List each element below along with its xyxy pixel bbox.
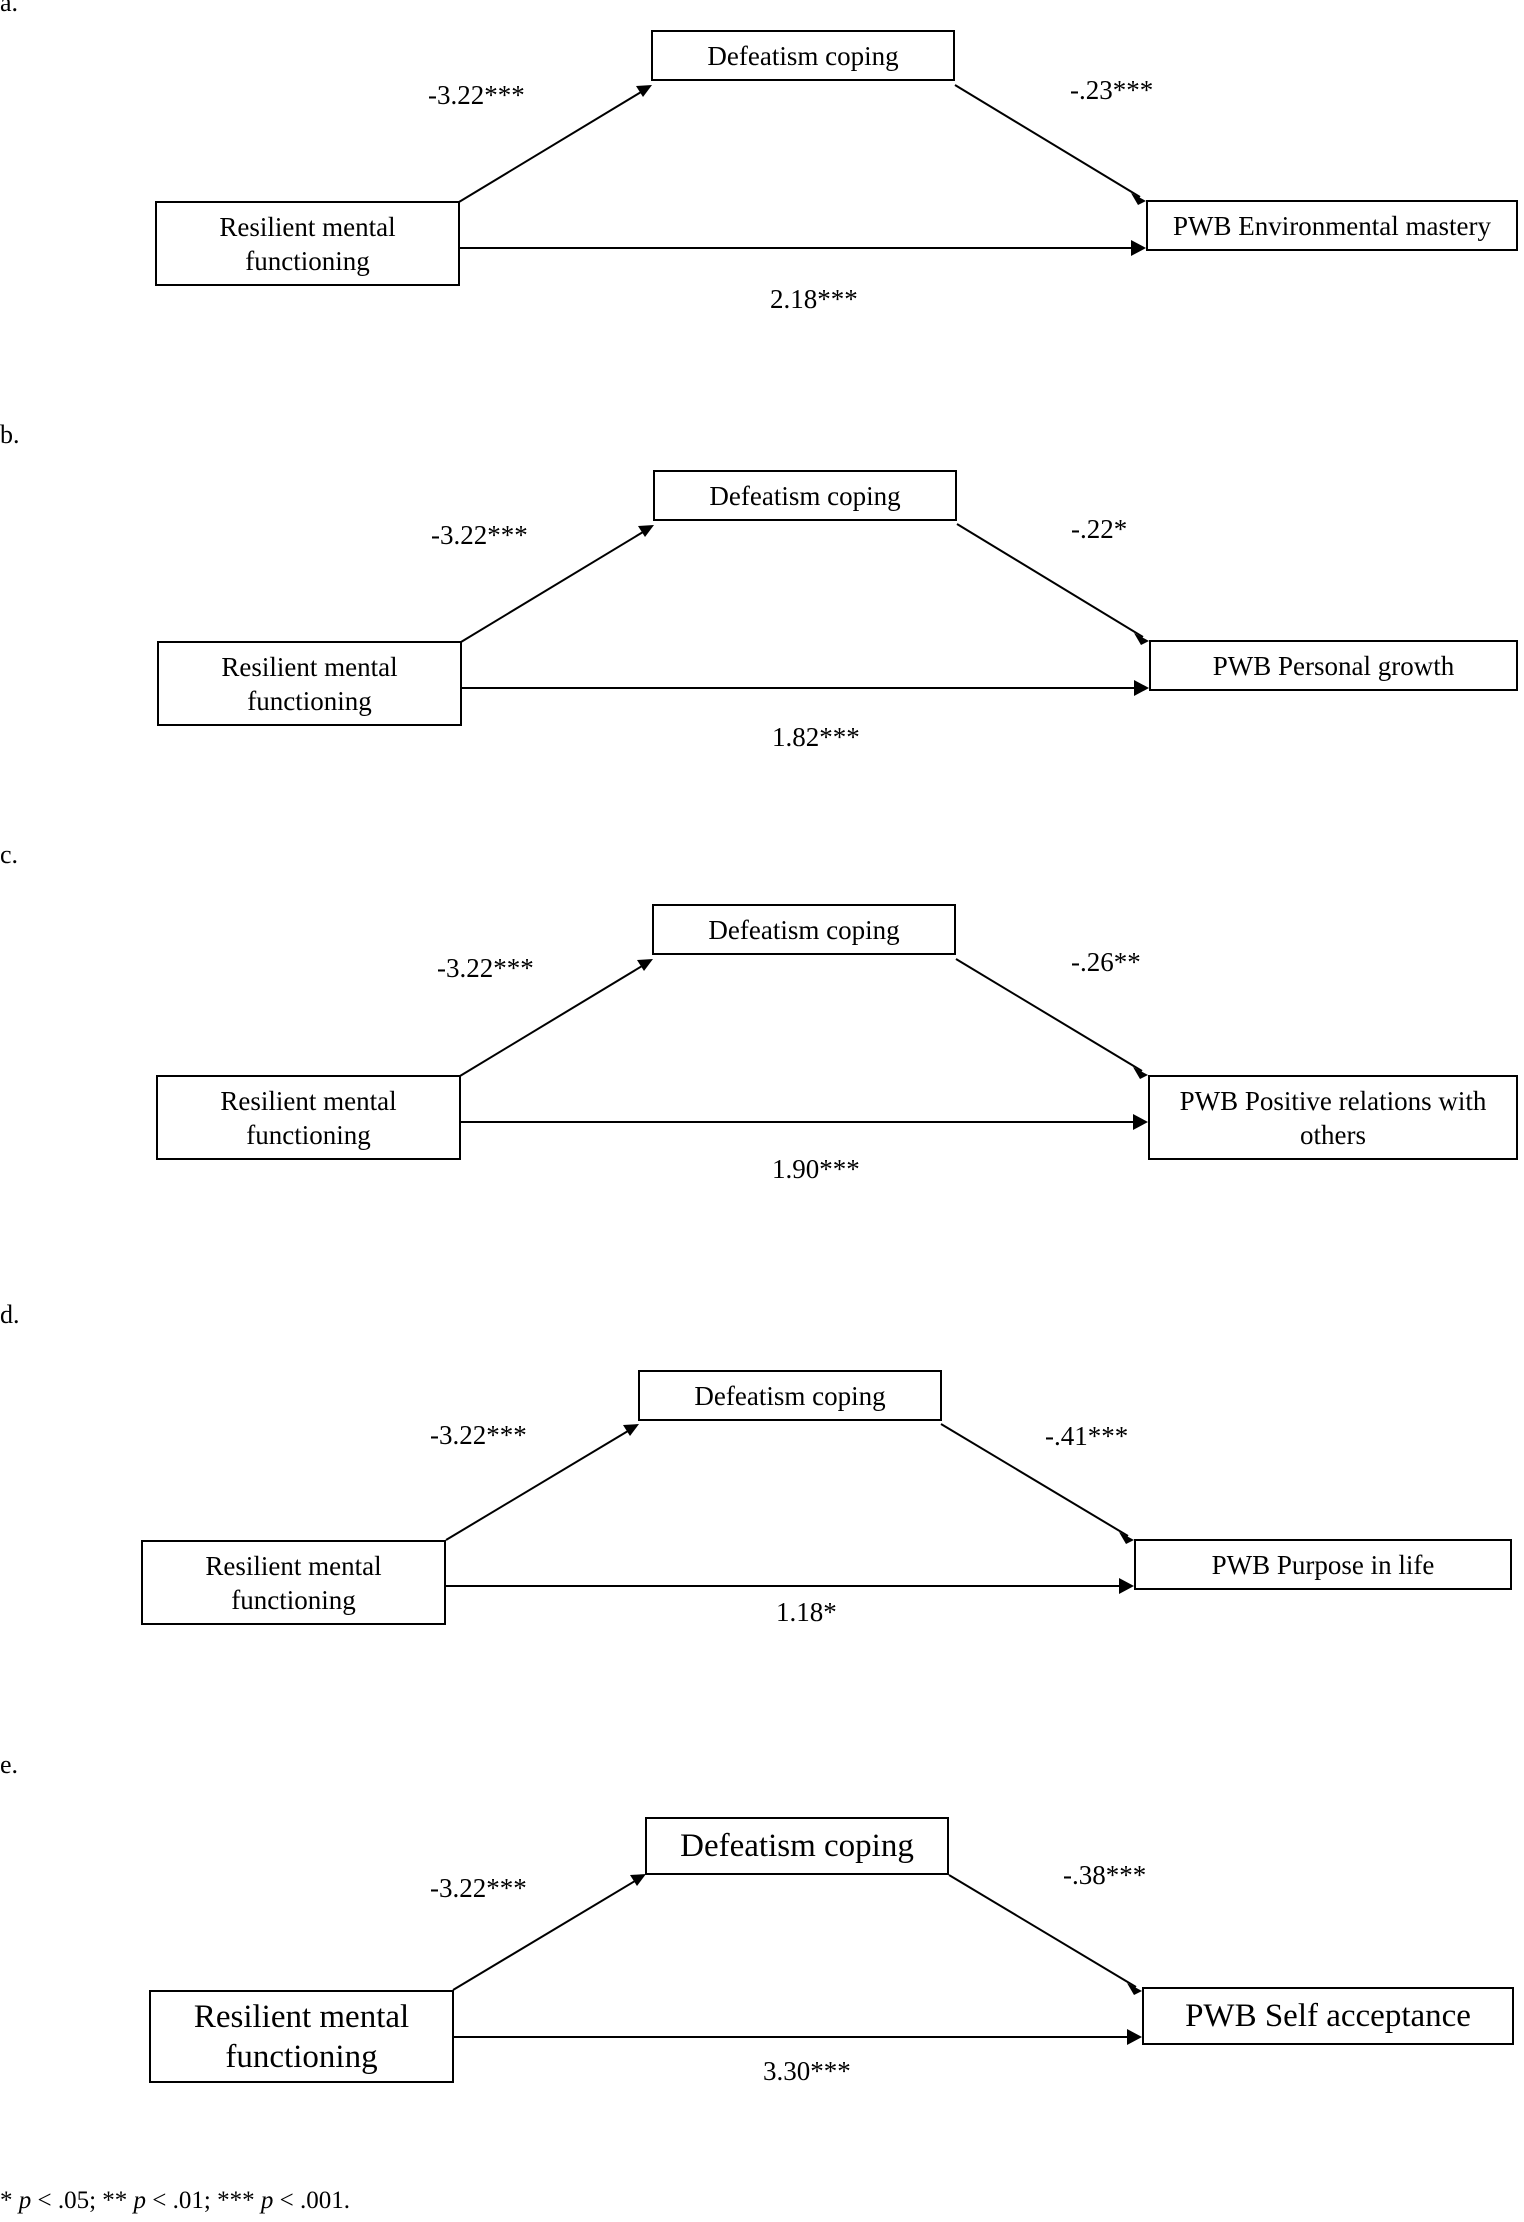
predictor-box: Resilient mental functioning <box>156 1075 461 1160</box>
a-path-coefficient: -3.22*** <box>437 953 534 983</box>
b-path-coefficient: -.22* <box>1071 514 1128 544</box>
a-path-arrow <box>460 528 649 643</box>
c-path-arrowhead <box>1119 1578 1134 1594</box>
path-arrows <box>459 958 1148 1130</box>
b-path-arrow <box>940 1423 1129 1537</box>
a-path-arrowhead <box>638 525 654 537</box>
panel-label: a. <box>0 0 19 17</box>
b-path-arrow <box>956 523 1144 638</box>
panel-label: d. <box>0 1300 20 1329</box>
b-path-arrowhead <box>1119 1532 1134 1544</box>
b-path-coefficient: -.26** <box>1071 947 1141 977</box>
panel-label: b. <box>0 420 20 449</box>
panel-b: b. Defeatism coping Resilient mental fun… <box>0 420 1524 752</box>
a-path-arrowhead <box>623 1424 639 1436</box>
c-path-coefficient: 2.18*** <box>770 284 858 314</box>
path-arrows <box>458 84 1146 256</box>
a-path-coefficient: -3.22*** <box>430 1873 527 1903</box>
panel-e: e. Defeatism coping Resilient mental fun… <box>0 1750 1524 2130</box>
a-path-coefficient: -3.22*** <box>431 520 528 550</box>
b-path-arrowhead <box>1133 1067 1148 1079</box>
panel-d: d. Defeatism coping Resilient mental fun… <box>0 1300 1524 1660</box>
outcome-box: PWB Self acceptance <box>1142 1987 1514 2045</box>
b-path-arrow <box>948 1874 1137 1988</box>
c-path-coefficient: 3.30*** <box>763 2056 851 2086</box>
c-path-coefficient: 1.18* <box>776 1597 837 1627</box>
a-path-arrowhead <box>637 959 653 971</box>
c-path-arrowhead <box>1127 2029 1142 2045</box>
outcome-box: PWB Personal growth <box>1149 640 1518 691</box>
a-path-arrowhead <box>636 85 652 97</box>
b-path-arrow <box>954 84 1141 198</box>
b-path-coefficient: -.41*** <box>1045 1421 1129 1451</box>
mediator-box: Defeatism coping <box>652 904 956 955</box>
c-path-arrowhead <box>1134 680 1149 696</box>
a-path-arrow <box>458 88 647 203</box>
a-path-arrowhead <box>630 1874 646 1886</box>
significance-footnote: * p < .05; ** p < .01; *** p < .001. <box>0 2187 350 2214</box>
b-path-arrowhead <box>1134 633 1149 645</box>
a-path-coefficient: -3.22*** <box>430 1420 527 1450</box>
outcome-box: PWB Positive relations with others <box>1148 1075 1518 1160</box>
b-path-arrow <box>955 958 1143 1072</box>
outcome-box: PWB Environmental mastery <box>1146 200 1518 251</box>
panel-c: c. Defeatism coping Resilient mental fun… <box>0 840 1524 1200</box>
predictor-box: Resilient mental functioning <box>149 1990 454 2083</box>
b-path-arrowhead <box>1127 1983 1142 1995</box>
b-path-coefficient: -.38*** <box>1063 1860 1147 1890</box>
path-arrows <box>445 1423 1134 1594</box>
outcome-box: PWB Purpose in life <box>1134 1539 1512 1590</box>
c-path-arrowhead <box>1131 240 1146 256</box>
predictor-box: Resilient mental functioning <box>141 1540 446 1625</box>
c-path-coefficient: 1.90*** <box>772 1154 860 1184</box>
mediator-box: Defeatism coping <box>645 1817 949 1875</box>
a-path-arrow <box>452 1877 641 1991</box>
a-path-coefficient: -3.22*** <box>428 80 525 110</box>
predictor-box: Resilient mental functioning <box>157 641 462 726</box>
mediator-box: Defeatism coping <box>653 470 957 521</box>
c-path-coefficient: 1.82*** <box>772 722 860 752</box>
panel-label: e. <box>0 1750 19 1779</box>
panel-a: a. Defeatism coping Resilient mental fun… <box>0 0 1524 314</box>
a-path-arrow <box>445 1427 634 1541</box>
panel-label: c. <box>0 840 19 869</box>
mediator-box: Defeatism coping <box>638 1370 942 1421</box>
path-arrows <box>452 1874 1142 2045</box>
c-path-arrowhead <box>1133 1114 1148 1130</box>
path-arrows <box>460 523 1149 696</box>
mediator-box: Defeatism coping <box>651 30 955 81</box>
b-path-coefficient: -.23*** <box>1070 75 1154 105</box>
b-path-arrowhead <box>1131 193 1146 205</box>
predictor-box: Resilient mental functioning <box>155 201 460 286</box>
a-path-arrow <box>459 962 648 1077</box>
